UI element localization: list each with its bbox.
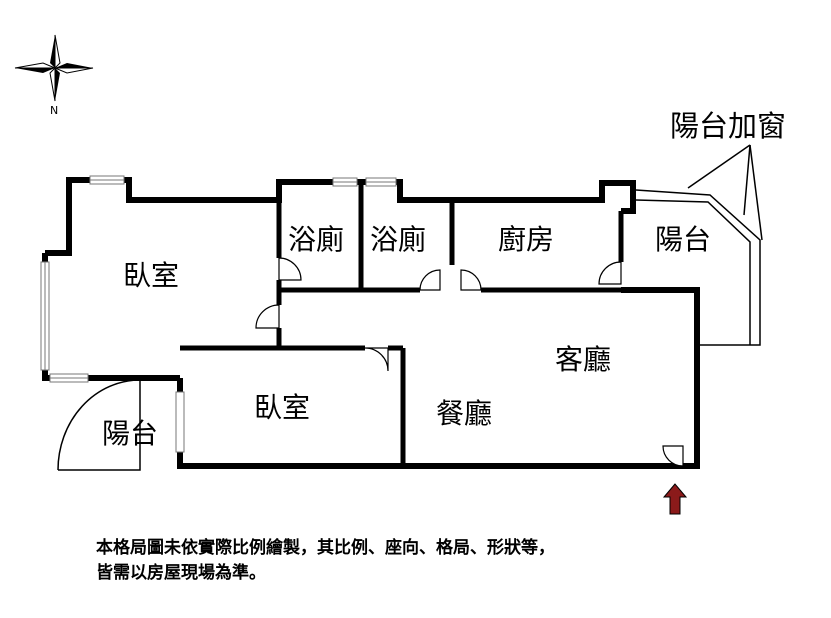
doors	[255, 257, 684, 467]
room-label-bedroom-bottom: 臥室	[254, 391, 311, 424]
disclaimer-line-1: 本格局圖未依實際比例繪製，其比例、座向、格局、形狀等，	[96, 538, 555, 558]
balcony-window-callout: 陽台加窗	[670, 109, 787, 143]
entrance-arrow-icon	[662, 483, 688, 515]
windows	[40, 175, 397, 453]
compass-icon	[14, 34, 94, 102]
room-label-kitchen: 廚房	[498, 223, 555, 256]
interior-walls	[180, 182, 624, 466]
room-label-balcony-left: 陽台	[102, 417, 159, 450]
room-label-dining-room: 餐廳	[436, 397, 493, 430]
balcony-railings	[57, 189, 761, 471]
compass-north-label: N	[50, 104, 59, 117]
room-label-bath-1: 浴廁	[288, 223, 345, 256]
disclaimer-line-2: 皆需以房屋現場為準。	[96, 563, 266, 583]
disclaimer-note: 本格局圖未依實際比例繪製，其比例、座向、格局、形狀等， 皆需以房屋現場為準。	[96, 536, 696, 586]
room-label-living-room: 客廳	[555, 343, 612, 376]
room-label-bedroom-top: 臥室	[123, 259, 180, 292]
callout-leader-lines	[687, 144, 763, 241]
room-label-balcony-right: 陽台	[655, 223, 712, 256]
room-label-bath-2: 浴廁	[370, 223, 427, 256]
